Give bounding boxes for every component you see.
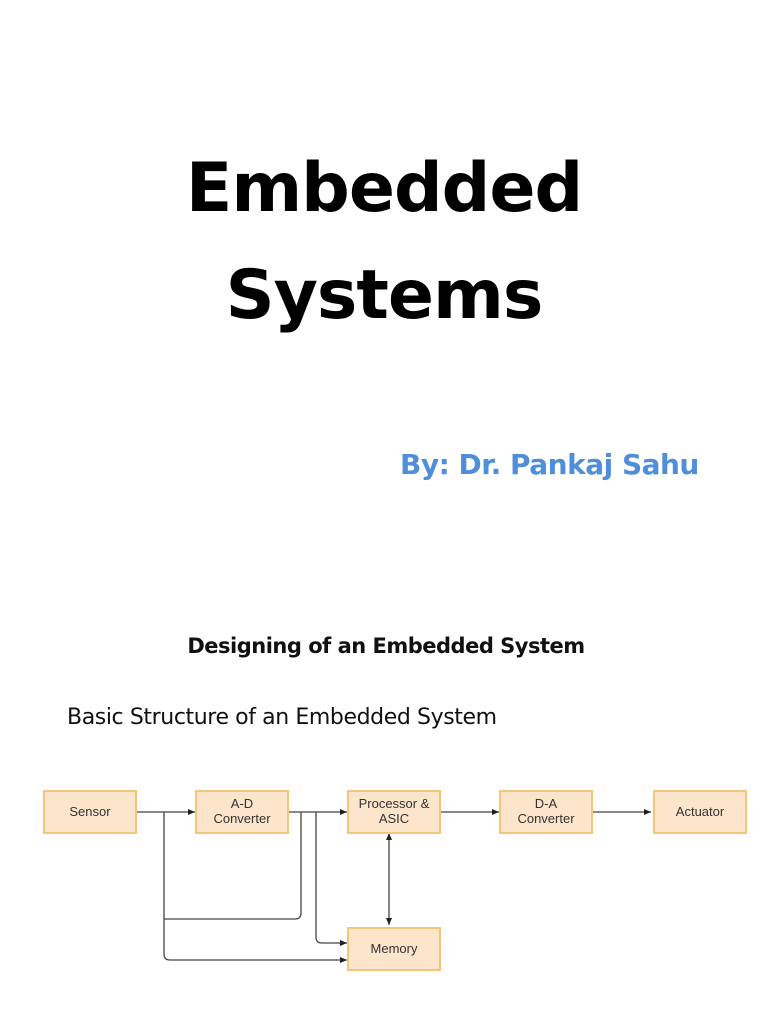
ad-converter-label-1: A-D bbox=[230, 796, 254, 812]
ad-converter-label-2: Converter bbox=[213, 811, 271, 826]
title-line-2: Systems bbox=[225, 256, 544, 335]
da-converter-label-2: Converter bbox=[517, 811, 575, 826]
title-line-1: Embedded bbox=[185, 149, 583, 228]
actuator-label: Actuator bbox=[675, 803, 725, 819]
actuator-box: Actuator bbox=[653, 790, 747, 834]
memory-label: Memory bbox=[370, 940, 418, 956]
subheading: Basic Structure of an Embedded System bbox=[67, 705, 497, 730]
sensor-box: Sensor bbox=[43, 790, 137, 834]
processor-asic-box: Processor & ASIC bbox=[347, 790, 441, 834]
da-converter-box: D-A Converter bbox=[499, 790, 593, 834]
processor-label-1: Processor & bbox=[358, 796, 430, 812]
author-byline: By: Dr. Pankaj Sahu bbox=[400, 448, 699, 481]
ad-converter-box: A-D Converter bbox=[195, 790, 289, 834]
sensor-label: Sensor bbox=[69, 803, 111, 819]
processor-label-2: ASIC bbox=[378, 811, 410, 826]
da-converter-label-1: D-A bbox=[534, 796, 558, 812]
memory-box: Memory bbox=[347, 927, 441, 971]
section-heading: Designing of an Embedded System bbox=[187, 634, 585, 658]
